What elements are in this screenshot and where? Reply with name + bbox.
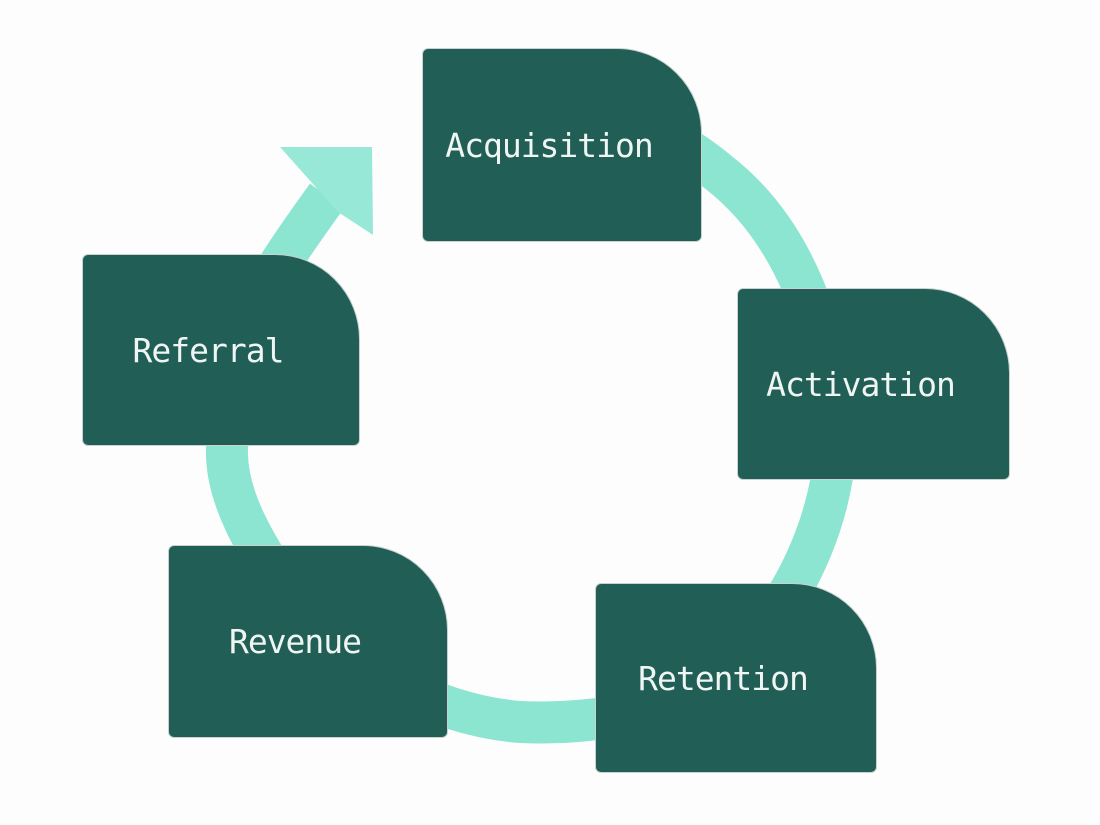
step-label-acquisition: Acquisition	[445, 125, 654, 165]
step-label-retention: Retention	[638, 658, 809, 698]
step-label-activation: Activation	[766, 364, 956, 404]
step-box-activation: Activation	[737, 288, 1010, 480]
step-box-referral: Referral	[82, 254, 360, 446]
cycle-arrow-head-icon	[280, 147, 373, 235]
step-box-revenue: Revenue	[168, 545, 448, 738]
step-label-revenue: Revenue	[228, 622, 362, 661]
step-label-referral: Referral	[132, 330, 285, 370]
step-box-acquisition: Acquisition	[422, 48, 702, 242]
step-box-retention: Retention	[595, 583, 877, 773]
